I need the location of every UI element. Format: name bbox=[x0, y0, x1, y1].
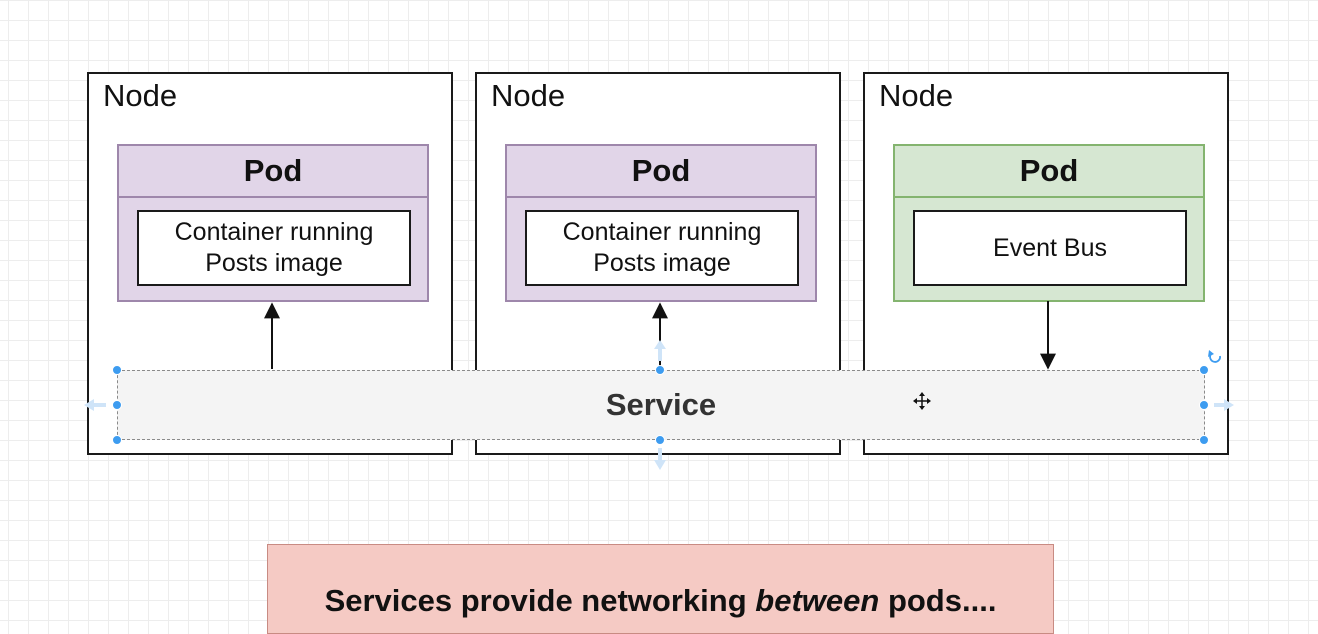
pod-posts-1[interactable]: Pod Container running Posts image bbox=[117, 144, 429, 302]
container-event-bus[interactable]: Event Bus bbox=[913, 210, 1187, 286]
pod-event-bus[interactable]: Pod Event Bus bbox=[893, 144, 1205, 302]
container-text-line: Posts image bbox=[205, 249, 343, 277]
container-text-line: Event Bus bbox=[993, 233, 1107, 262]
pod-label: Pod bbox=[895, 146, 1203, 198]
container-text-line: Posts image bbox=[593, 249, 731, 277]
pod-posts-2[interactable]: Pod Container running Posts image bbox=[505, 144, 817, 302]
container-posts-2[interactable]: Container running Posts image bbox=[525, 210, 799, 286]
node-label: Node bbox=[879, 78, 954, 113]
service-label: Service bbox=[605, 387, 717, 422]
pod-label: Pod bbox=[119, 146, 427, 198]
caption-text-after: pods.... bbox=[887, 583, 997, 618]
service-box[interactable]: Service bbox=[117, 370, 1205, 440]
caption-text-before: Services provide networking bbox=[324, 583, 747, 618]
caption-text-emphasis: between bbox=[755, 583, 880, 618]
caption-text: Services provide networking between pods… bbox=[268, 583, 1053, 619]
pod-label: Pod bbox=[507, 146, 815, 198]
container-posts-1[interactable]: Container running Posts image bbox=[137, 210, 411, 286]
caption-box[interactable]: Services provide networking between pods… bbox=[267, 544, 1054, 634]
node-label: Node bbox=[491, 78, 566, 113]
container-text-line: Container running bbox=[562, 218, 762, 246]
container-text-line: Container running bbox=[174, 218, 374, 246]
node-label: Node bbox=[103, 78, 178, 113]
